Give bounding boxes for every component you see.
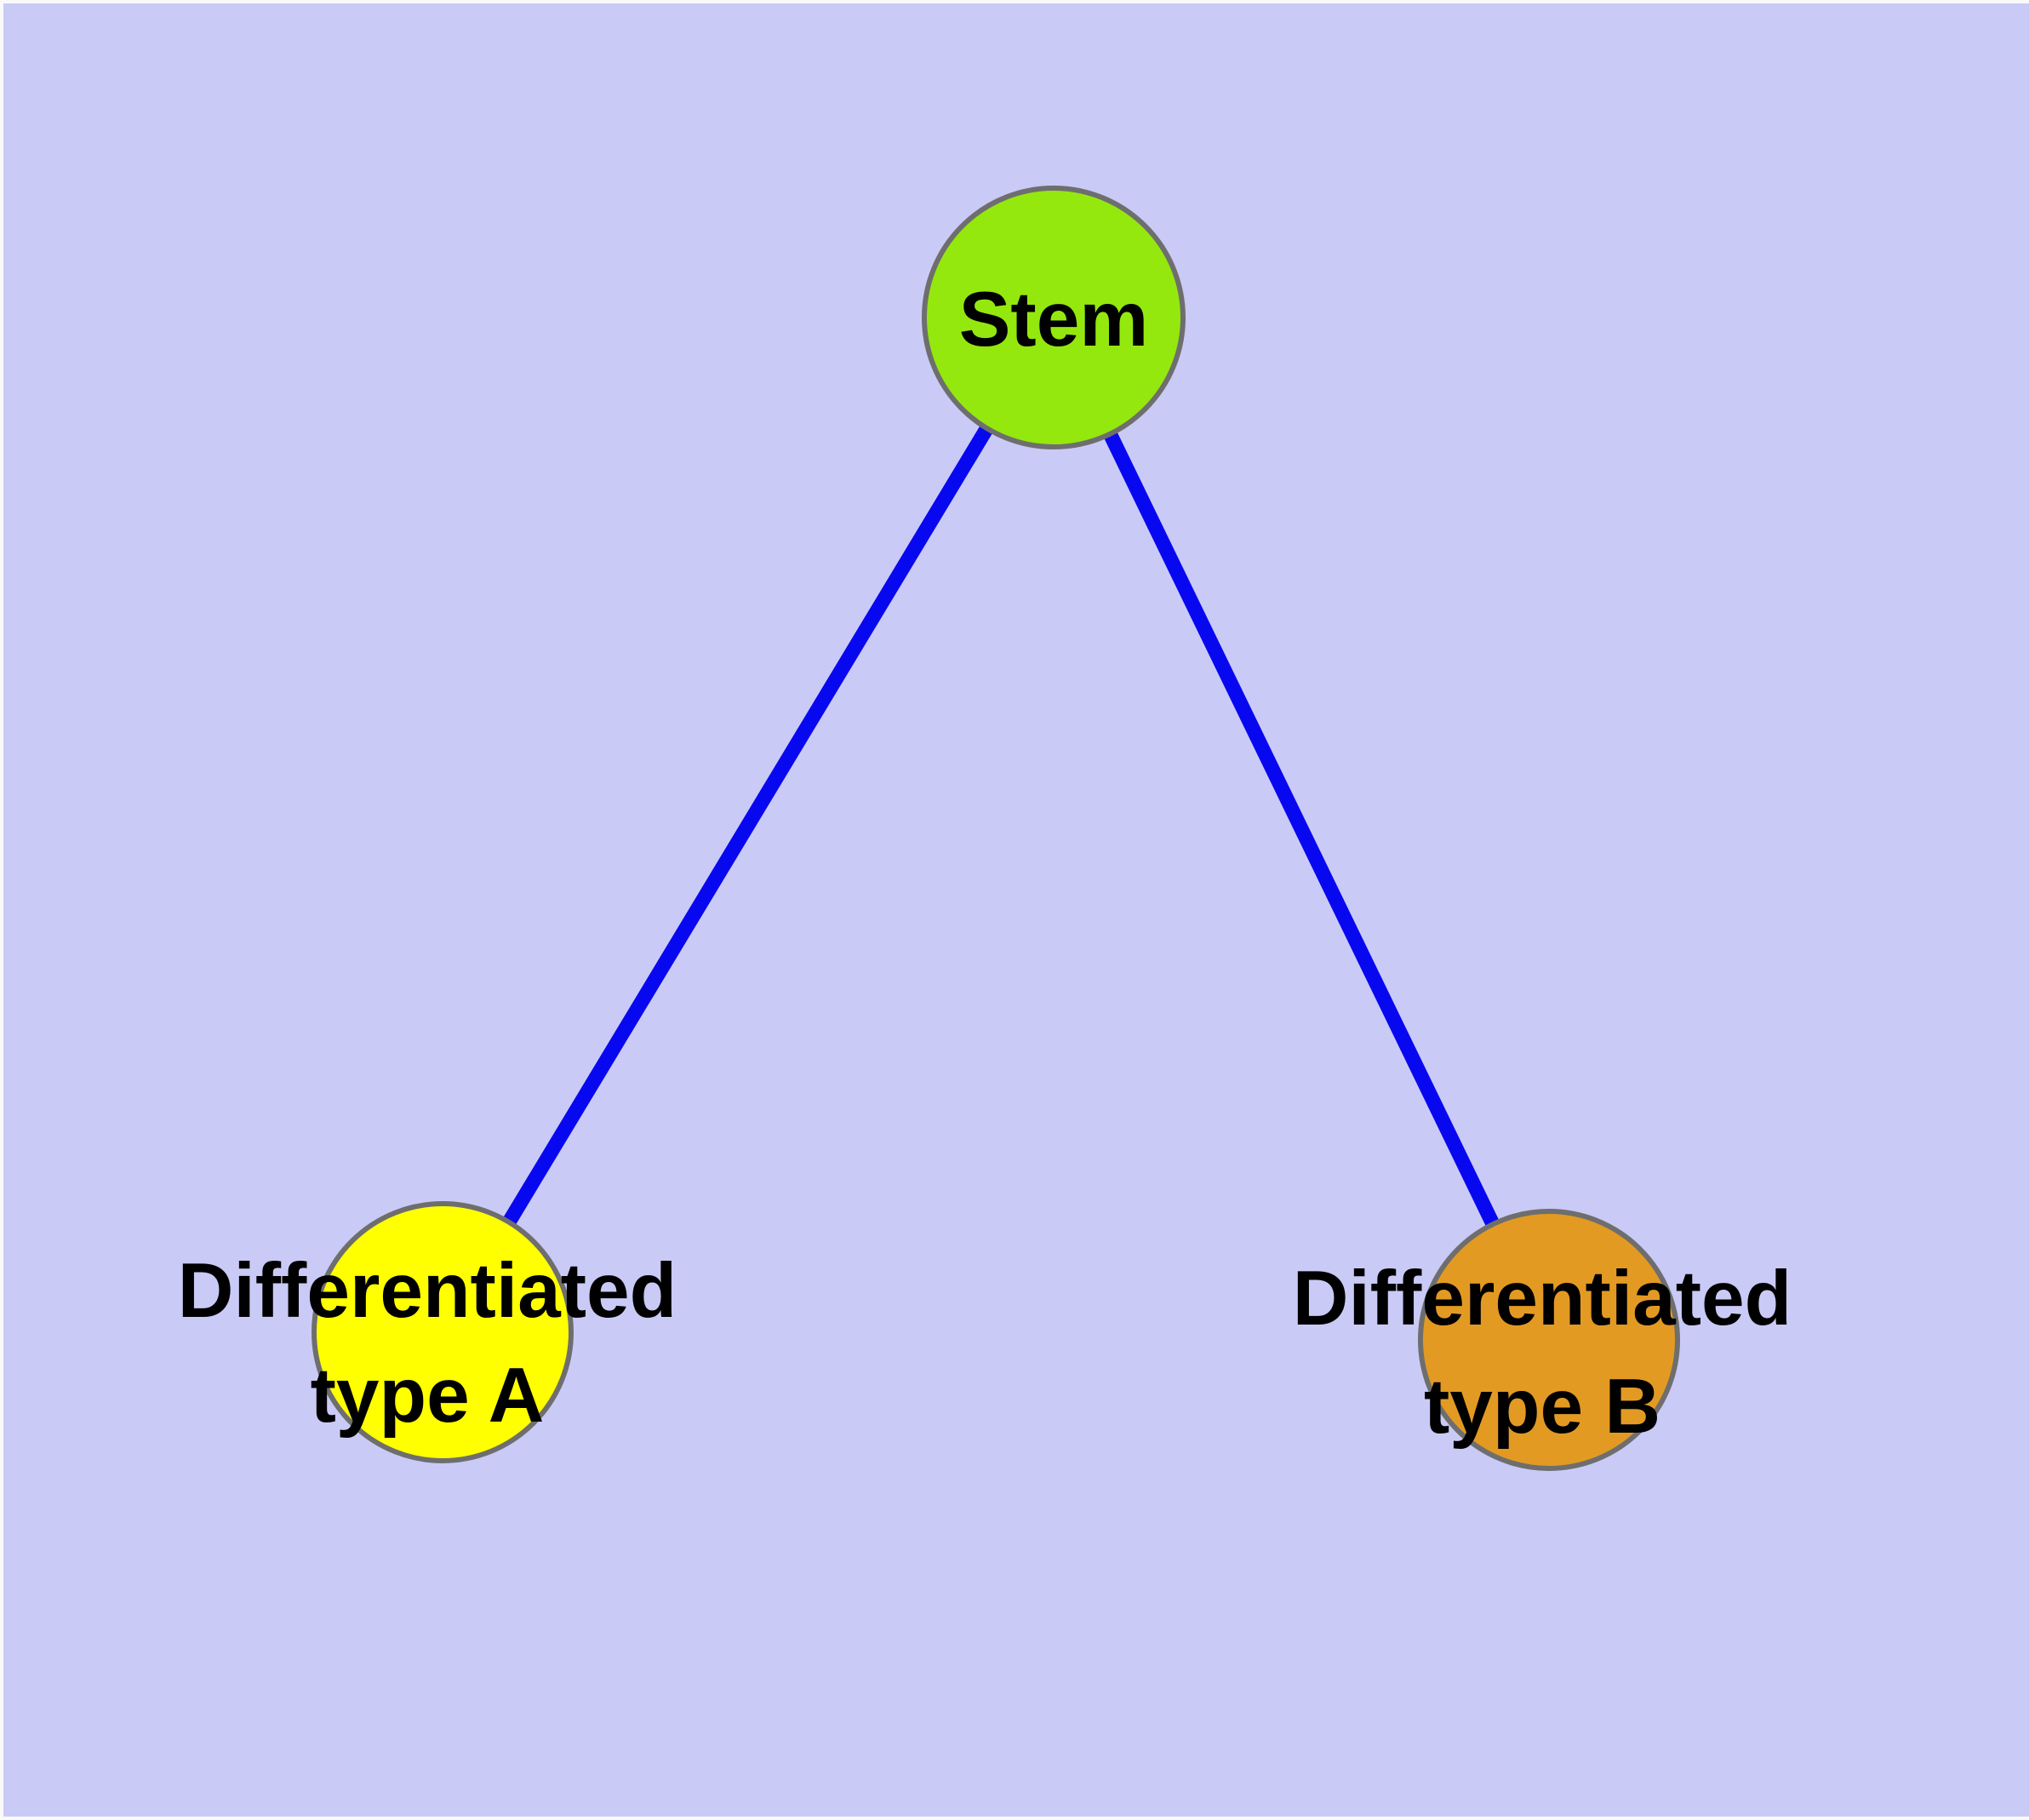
edge-stem-to-typeB bbox=[1047, 314, 1556, 1343]
node-differentiated-type-a-label-line1: Differentiated bbox=[178, 1248, 677, 1334]
node-stem-label: Stem bbox=[959, 277, 1149, 363]
node-differentiated-type-b-label-line1: Differentiated bbox=[1293, 1256, 1792, 1342]
node-differentiated-type-b[interactable] bbox=[1418, 1209, 1680, 1471]
edge-stem-to-typeA bbox=[436, 313, 1060, 1336]
node-differentiated-type-a-label-line2: type A bbox=[311, 1353, 545, 1439]
node-stem[interactable] bbox=[922, 186, 1186, 449]
node-differentiated-type-b-label-line2: type B bbox=[1424, 1364, 1660, 1450]
node-differentiated-type-a[interactable] bbox=[311, 1201, 574, 1463]
